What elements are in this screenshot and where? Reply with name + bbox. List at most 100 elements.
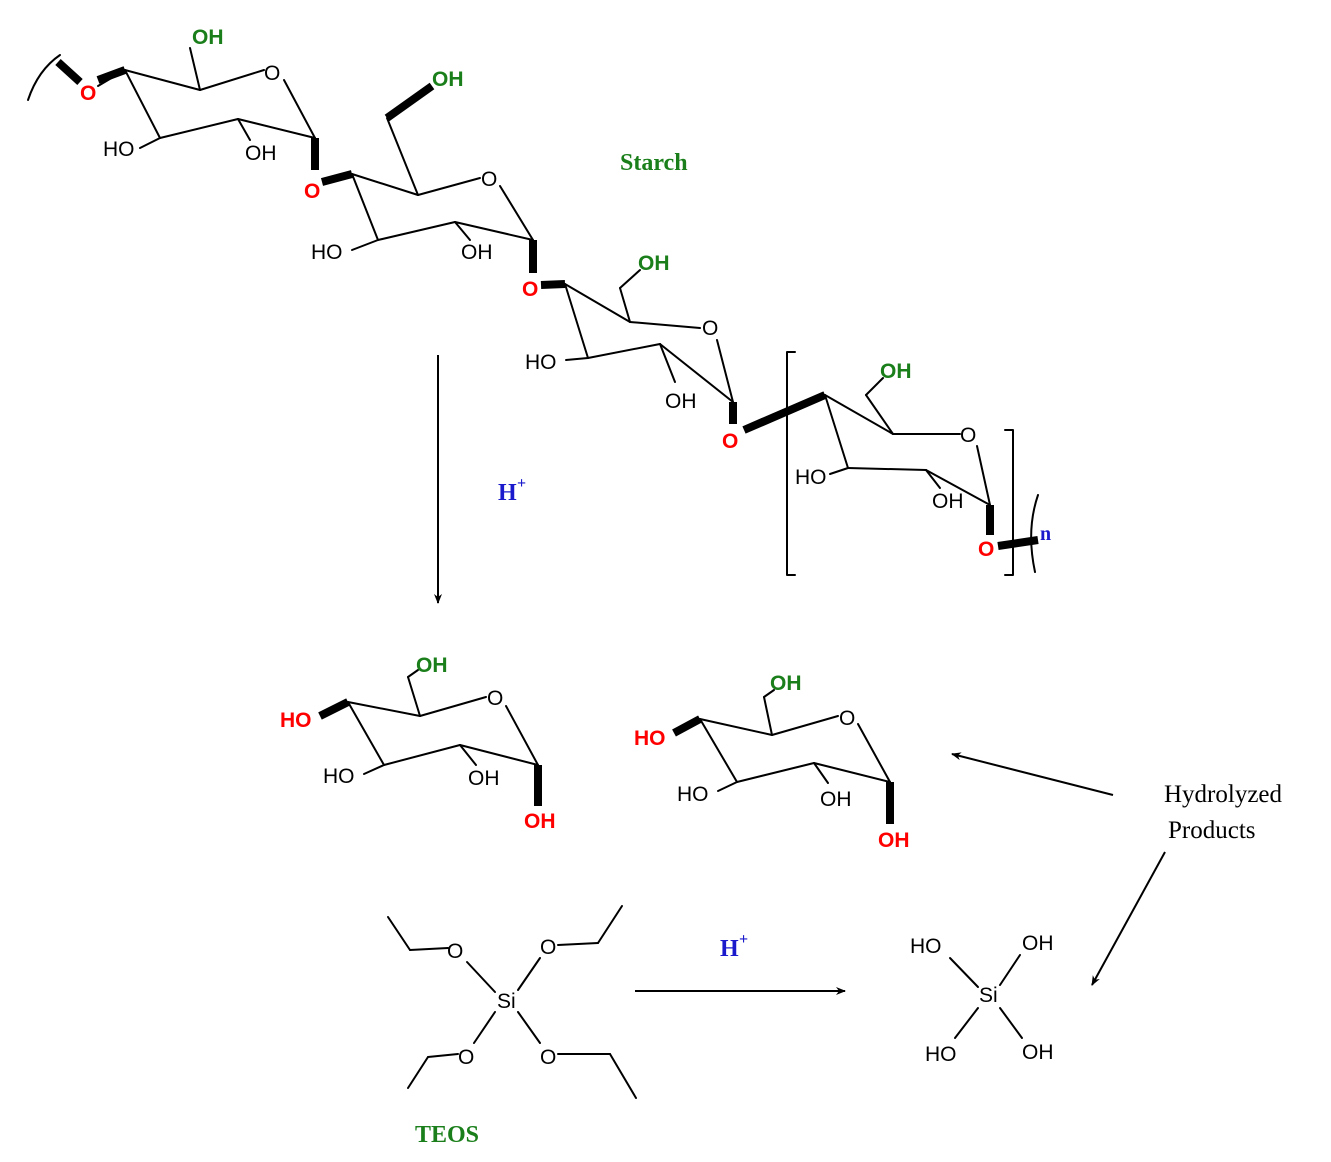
bond: [813, 762, 891, 783]
ring-oxygen: O: [481, 168, 497, 191]
bond: [976, 445, 991, 506]
starch-label: Starch: [620, 150, 688, 176]
bond: [466, 961, 496, 993]
bond: [189, 47, 201, 91]
bond: [736, 762, 815, 783]
ho-label: HO: [323, 765, 355, 788]
wedge-bond: [318, 698, 350, 720]
bond: [865, 394, 894, 435]
bond: [505, 705, 539, 766]
bond: [419, 696, 487, 717]
bond: [954, 1007, 979, 1039]
glycosidic-oxygen-3: O: [522, 278, 538, 301]
ho-label-red: HO: [280, 709, 312, 732]
bond: [417, 177, 481, 196]
hydrolyzed-label-line1: Hydrolyzed: [1164, 781, 1283, 808]
h-label: H: [498, 480, 517, 506]
bond: [564, 283, 589, 359]
bond: [199, 69, 265, 91]
bond: [949, 957, 979, 988]
glucose-ring-repeat: OH O HO OH: [795, 360, 994, 535]
bond: [159, 118, 239, 139]
ho-label-red: HO: [634, 727, 666, 750]
ho-label: HO: [311, 241, 343, 264]
glucose-ring-1: OH O HO OH: [96, 26, 319, 170]
bond: [473, 1011, 496, 1044]
pointer-arrow-silicic-acid: [1091, 851, 1166, 986]
bond: [629, 321, 701, 329]
ring-oxygen: O: [960, 424, 976, 447]
oh-label: OH: [638, 252, 670, 275]
glucose-product-1: HO OH O HO OH OH: [280, 654, 556, 833]
pointer-arrow-glucose: [951, 752, 1114, 796]
wedge-bond: [742, 391, 827, 434]
teos-label: TEOS: [415, 1122, 479, 1148]
bond: [763, 689, 775, 698]
bond: [857, 723, 891, 783]
bond: [237, 118, 316, 139]
bond: [347, 701, 385, 766]
glucose-ring-3: OH O HO OH: [525, 252, 737, 424]
bond: [283, 79, 316, 139]
glycosidic-oxygen-2: O: [304, 180, 320, 203]
bond: [407, 676, 421, 717]
oh-label: OH: [468, 767, 500, 790]
oxygen: O: [447, 940, 463, 963]
oh-label: OH: [461, 241, 493, 264]
bond: [347, 701, 421, 717]
ring-oxygen: O: [839, 707, 855, 730]
glycosidic-oxygen-4: O: [722, 430, 738, 453]
bond: [619, 287, 631, 323]
bond: [124, 69, 201, 91]
bond: [824, 394, 894, 435]
bond: [237, 118, 251, 141]
bond: [427, 1053, 459, 1058]
oh-label: OH: [820, 788, 852, 811]
repeat-bracket-right: [1004, 429, 1014, 576]
oh-label: OH: [245, 142, 277, 165]
bond: [999, 954, 1021, 986]
ring-oxygen: O: [702, 317, 718, 340]
bond: [351, 173, 379, 241]
bond: [407, 669, 419, 678]
bond: [377, 221, 456, 241]
silicic-acid-molecule: Si HO OH HO OH: [910, 932, 1054, 1066]
acid-catalyst-label-1: H +: [498, 475, 526, 506]
bond: [619, 269, 641, 289]
wedge-bond: [540, 280, 566, 289]
oh-label: OH: [1022, 1041, 1054, 1064]
bond: [717, 781, 738, 792]
bond: [813, 762, 829, 784]
hydrolyzed-label-line2: Products: [1168, 817, 1256, 844]
plus-superscript: +: [517, 475, 526, 492]
silicon-atom: Si: [979, 984, 998, 1007]
oh-label: OH: [416, 654, 448, 677]
bond: [565, 357, 589, 361]
bond: [763, 696, 773, 736]
bond: [459, 744, 477, 766]
teos-molecule: Si O O O O TEOS: [387, 905, 637, 1148]
bond: [925, 469, 941, 489]
chain-end-bond: [27, 54, 61, 101]
oxygen: O: [540, 936, 556, 959]
bond: [363, 764, 385, 775]
bond: [407, 1056, 429, 1089]
ho-label: HO: [910, 935, 942, 958]
ho-label: HO: [103, 138, 135, 161]
oh-label: OH: [665, 390, 697, 413]
bond: [454, 221, 534, 241]
wedge-bond: [96, 66, 127, 84]
wedge-bond: [672, 715, 702, 737]
starch-structure: O OH O HO OH O: [27, 26, 1051, 576]
glucose-product-2: HO OH O HO OH OH: [634, 672, 910, 852]
ho-label: HO: [795, 466, 827, 489]
oxygen: O: [540, 1046, 556, 1069]
ho-label: HO: [925, 1043, 957, 1066]
bond: [609, 1053, 637, 1099]
ho-label: HO: [525, 351, 557, 374]
bond: [587, 343, 661, 359]
bond: [659, 343, 734, 403]
bond: [124, 69, 161, 139]
bond: [459, 744, 539, 766]
